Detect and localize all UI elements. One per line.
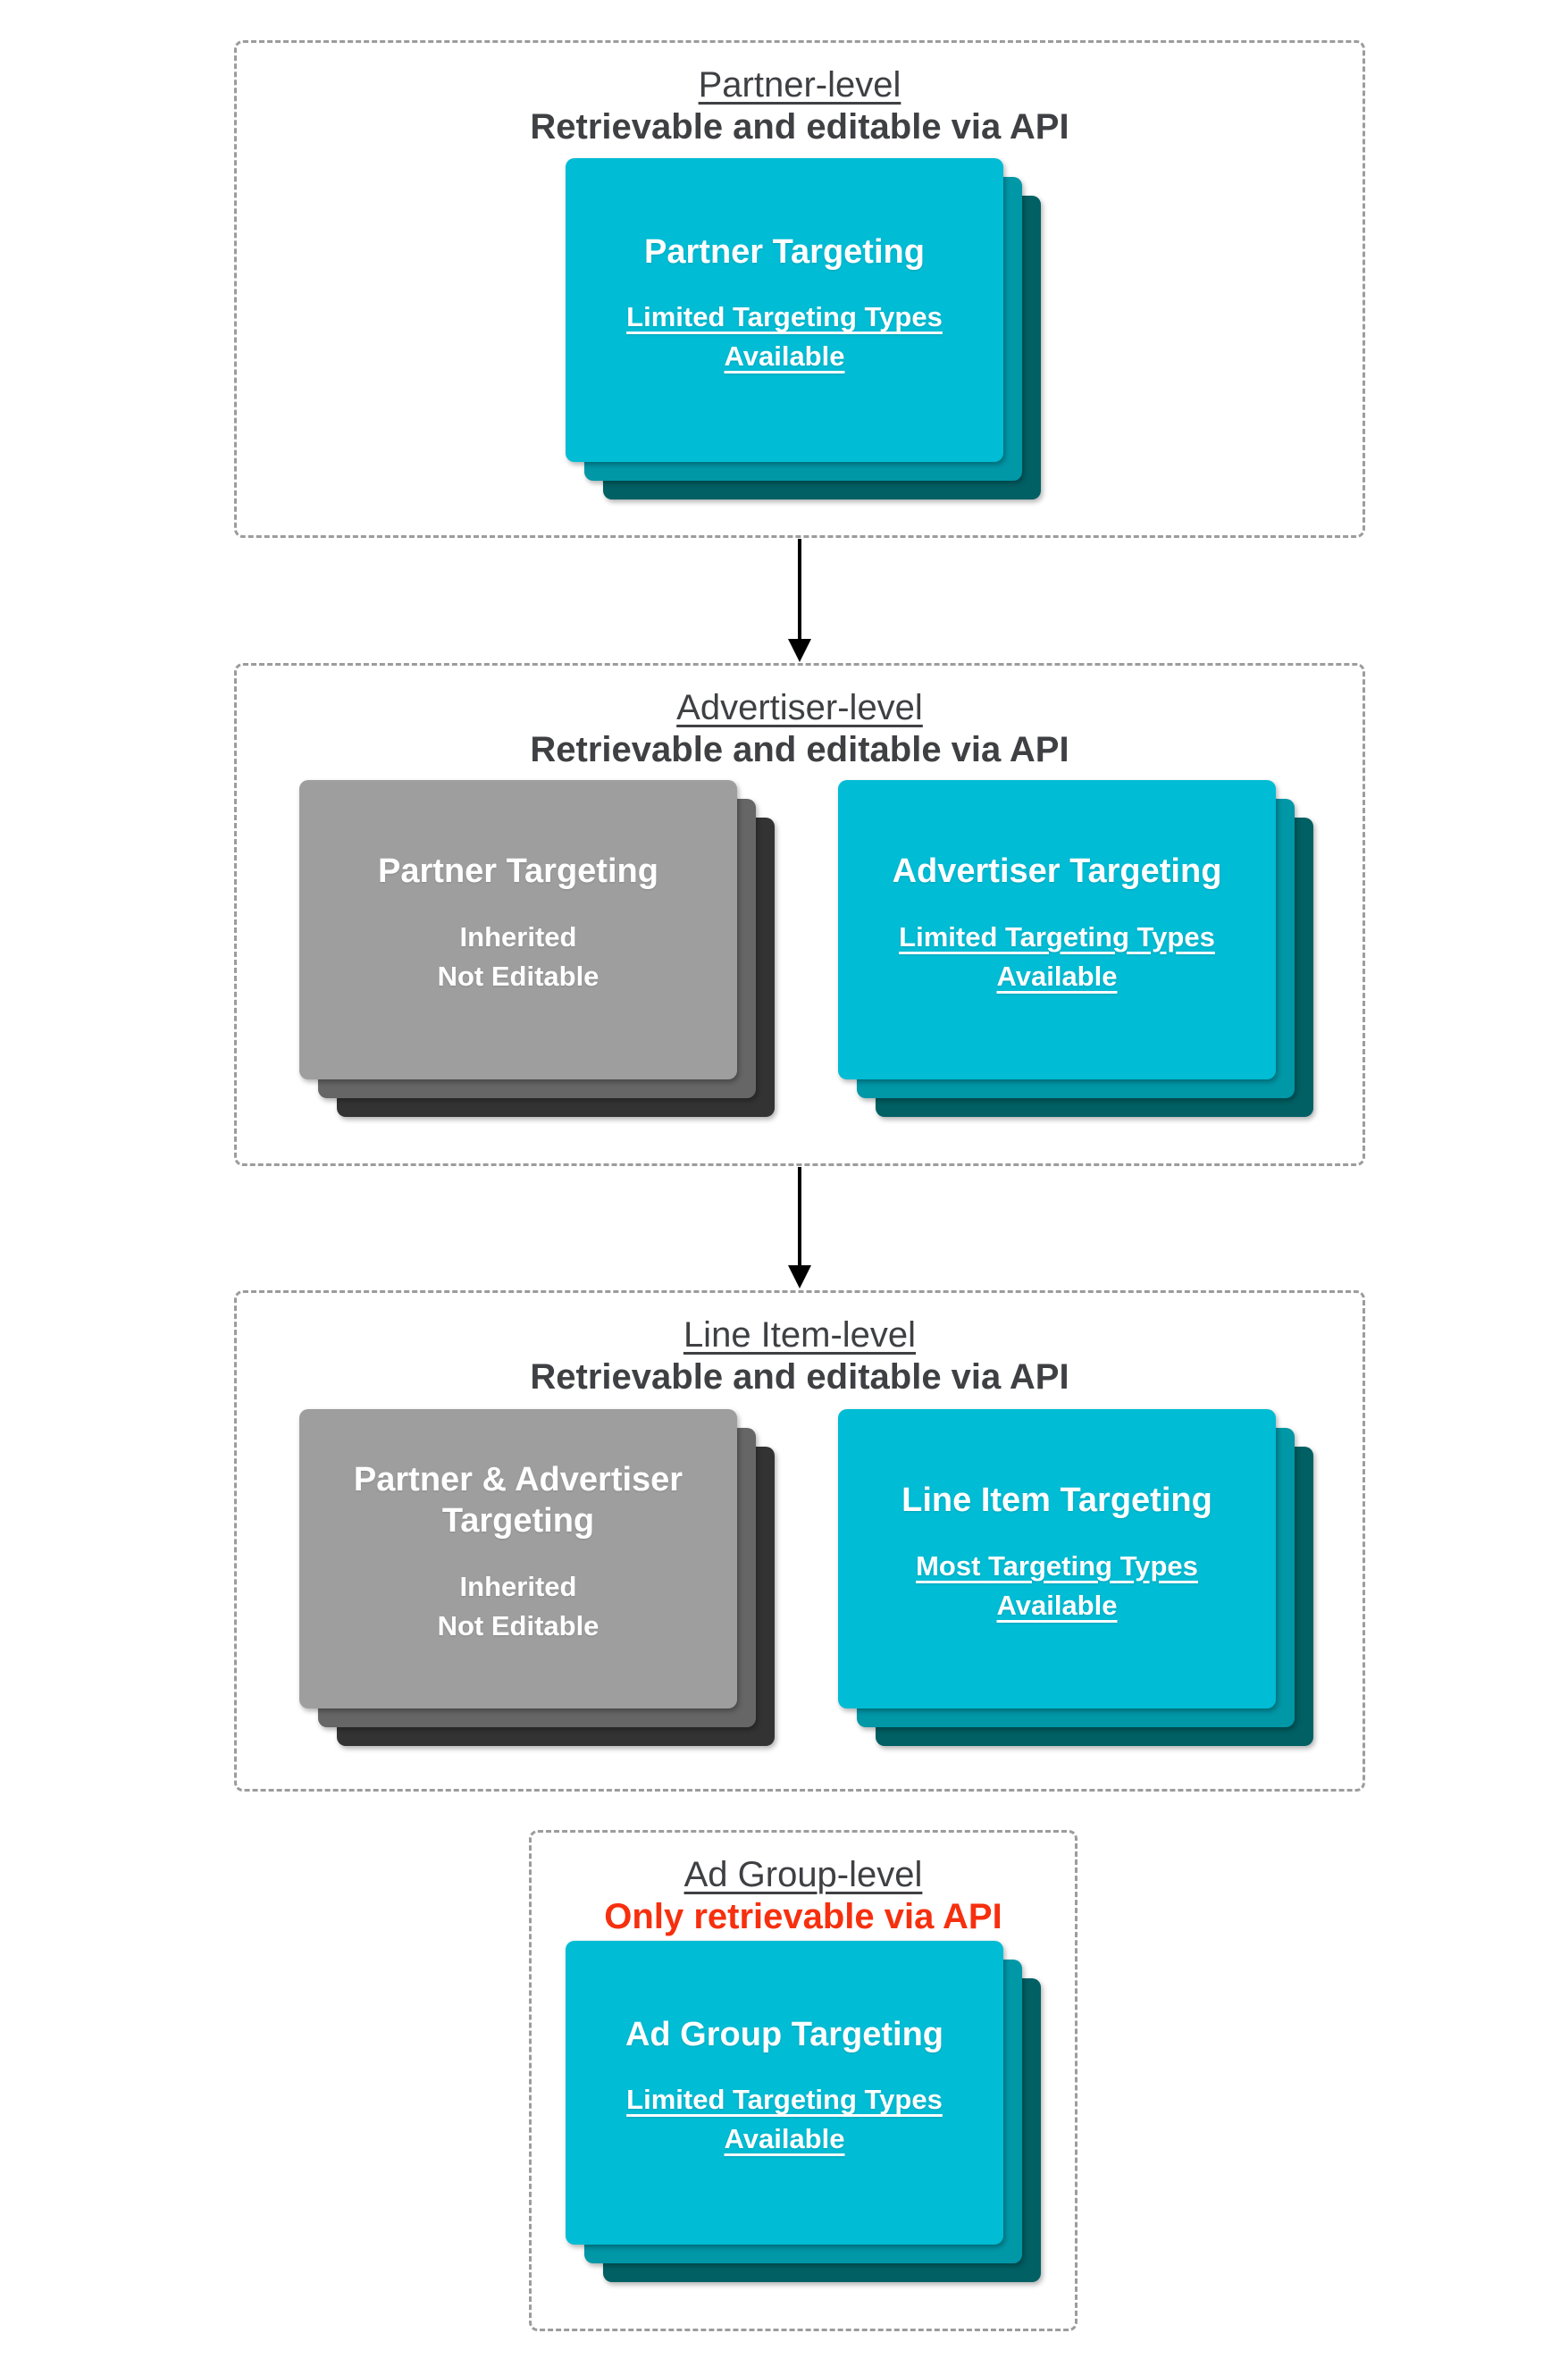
section-ad-group-subtitle: Only retrievable via API: [604, 1897, 1002, 1937]
section-partner-title: Partner-level: [698, 65, 901, 105]
card-line-item-targeting: Line Item Targeting Most Targeting Types…: [838, 1409, 1276, 1708]
card-advertiser-targeting-title: Advertiser Targeting: [892, 852, 1222, 891]
card-stack-partner-advertiser-inherited: Partner & Advertiser Targeting Inherited…: [299, 1409, 776, 1748]
card-partner-targeting-body: Limited Targeting Types Available: [626, 301, 943, 373]
section-ad-group-level: Ad Group-level Only retrievable via API: [529, 1830, 1077, 2331]
card-partner-targeting-title: Partner Targeting: [644, 232, 925, 271]
section-line-item-subtitle: Retrievable and editable via API: [530, 1357, 1069, 1398]
card-body-line: Not Editable: [437, 1609, 600, 1641]
section-partner-header: Partner-level Retrievable and editable v…: [237, 43, 1363, 148]
card-ad-group-targeting-body: Limited Targeting Types Available: [626, 2084, 943, 2155]
card-line-item-targeting-body: Most Targeting Types Available: [916, 1549, 1198, 1621]
section-advertiser-header: Advertiser-level Retrievable and editabl…: [237, 666, 1363, 771]
card-partner-targeting: Partner Targeting Limited Targeting Type…: [566, 158, 1003, 462]
flow-arrow-down-icon: [798, 539, 801, 641]
card-stack-advertiser-targeting: Advertiser Targeting Limited Targeting T…: [838, 780, 1315, 1119]
card-stack-partner-inherited: Partner Targeting Inherited Not Editable: [299, 780, 776, 1119]
card-stack-line-item-targeting: Line Item Targeting Most Targeting Types…: [838, 1409, 1315, 1748]
card-body-line: Not Editable: [437, 960, 600, 992]
card-stack-ad-group-targeting: Ad Group Targeting Limited Targeting Typ…: [566, 1941, 1043, 2284]
section-line-item-title: Line Item-level: [683, 1315, 917, 1355]
section-line-item-level: Line Item-level Retrievable and editable…: [234, 1290, 1365, 1792]
card-partner-inherited-title: Partner Targeting: [378, 852, 658, 891]
section-line-item-header: Line Item-level Retrievable and editable…: [237, 1293, 1363, 1398]
card-line-item-targeting-title: Line Item Targeting: [901, 1481, 1212, 1520]
flow-arrow-down-icon: [798, 1167, 801, 1267]
card-body-line: Inherited: [459, 920, 577, 953]
card-body-line: Inherited: [459, 1570, 577, 1602]
card-ad-group-targeting: Ad Group Targeting Limited Targeting Typ…: [566, 1941, 1003, 2245]
card-partner-targeting-inherited: Partner Targeting Inherited Not Editable: [299, 780, 737, 1079]
card-advertiser-targeting: Advertiser Targeting Limited Targeting T…: [838, 780, 1276, 1079]
card-partner-advertiser-body: Inherited Not Editable: [438, 1567, 600, 1646]
section-advertiser-title: Advertiser-level: [676, 688, 923, 727]
section-advertiser-subtitle: Retrievable and editable via API: [530, 730, 1069, 770]
card-partner-inherited-body: Inherited Not Editable: [438, 918, 600, 996]
section-ad-group-title: Ad Group-level: [683, 1855, 923, 1894]
section-ad-group-header: Ad Group-level Only retrievable via API: [532, 1833, 1075, 1938]
section-partner-level: Partner-level Retrievable and editable v…: [234, 40, 1365, 538]
card-partner-advertiser-targeting: Partner & Advertiser Targeting Inherited…: [299, 1409, 737, 1708]
section-advertiser-level: Advertiser-level Retrievable and editabl…: [234, 663, 1365, 1166]
section-partner-subtitle: Retrievable and editable via API: [530, 107, 1069, 147]
card-advertiser-targeting-body: Limited Targeting Types Available: [899, 920, 1215, 992]
card-ad-group-targeting-title: Ad Group Targeting: [625, 2015, 944, 2053]
card-partner-advertiser-title: Partner & Advertiser Targeting: [353, 1461, 683, 1540]
card-stack-partner-targeting: Partner Targeting Limited Targeting Type…: [566, 158, 1043, 501]
